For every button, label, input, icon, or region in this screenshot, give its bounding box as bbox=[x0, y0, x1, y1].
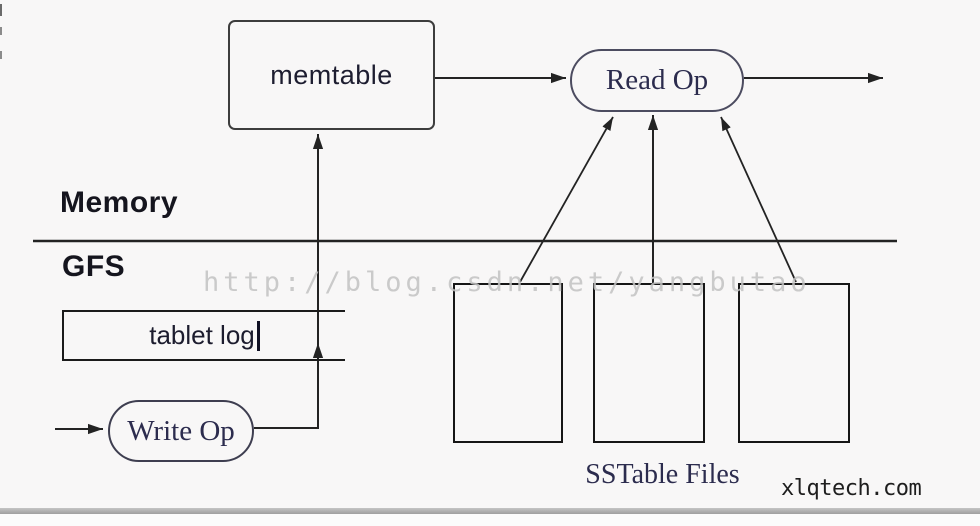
write-op-node: Write Op bbox=[108, 400, 254, 462]
bottom-gray-band bbox=[0, 508, 980, 514]
read-op-label: Read Op bbox=[605, 64, 709, 96]
bottom-light-strip bbox=[0, 514, 980, 526]
sstable-file-1 bbox=[453, 283, 563, 443]
site-watermark: xlqtech.com bbox=[781, 476, 922, 501]
gfs-region-label: GFS bbox=[62, 250, 126, 283]
sstable-file-3 bbox=[738, 283, 850, 443]
write-op-label: Write Op bbox=[127, 414, 235, 447]
read-op-node: Read Op bbox=[570, 49, 744, 112]
memtable-node: memtable bbox=[228, 20, 435, 130]
memory-region-label: Memory bbox=[60, 186, 179, 219]
left-edge-artifact bbox=[0, 51, 2, 59]
arrow-writeop-to-memtable bbox=[254, 134, 324, 429]
arrow-sstable1-to-readop bbox=[519, 116, 614, 283]
left-edge-artifact bbox=[0, 27, 2, 35]
memtable-label: memtable bbox=[270, 59, 393, 90]
tablet-log-label: tablet log bbox=[149, 320, 255, 350]
sstable-file-2 bbox=[593, 283, 705, 443]
tablet-log-node: tablet log bbox=[62, 310, 345, 361]
sstable-files-caption: SSTable Files bbox=[585, 459, 740, 490]
arrow-sstable3-to-readop bbox=[720, 116, 797, 283]
blog-url-watermark: http://blog.csdn.net/yangbutao bbox=[203, 267, 811, 298]
text-cursor bbox=[256, 320, 260, 351]
left-edge-artifact bbox=[0, 4, 2, 16]
